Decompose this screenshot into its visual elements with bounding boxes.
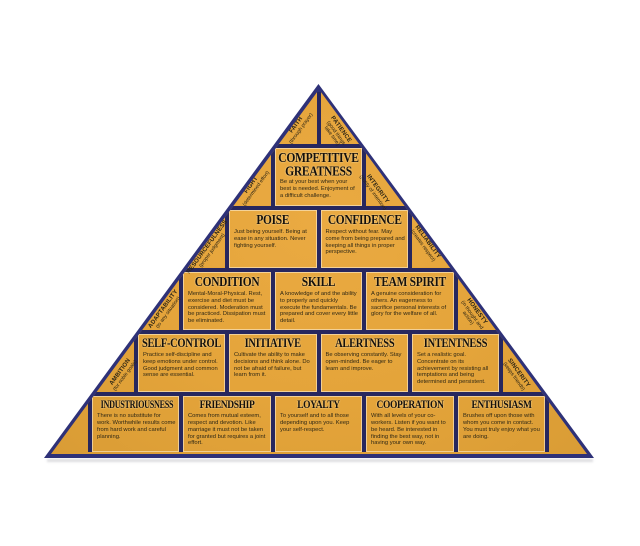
block-skill-title: SKILL xyxy=(301,273,336,290)
block-divider xyxy=(454,392,458,452)
block-confidence-body: Respect without fear. May come from bein… xyxy=(325,228,405,256)
block-friendship-title: FRIENDSHIP xyxy=(199,398,255,412)
block-loyalty: LOYALTY To yourself and to all those dep… xyxy=(275,396,362,452)
block-competitive-greatness-body: Be at your best when your best is needed… xyxy=(280,178,355,199)
block-divider xyxy=(408,206,412,272)
block-poise-body: Just being yourself. Being at ease in an… xyxy=(234,228,307,249)
block-divider xyxy=(134,330,138,396)
mortar-faith-name: FAITH xyxy=(288,115,305,135)
block-confidence: CONFIDENCE Respect without fear. May com… xyxy=(320,210,408,268)
block-industriousness-body: There is no substitute for work. Worthwh… xyxy=(97,412,176,440)
mortar-fight-sub: (determined effort) xyxy=(241,169,271,208)
block-cooperation-body: With all levels of your co-workers. List… xyxy=(371,412,446,447)
block-poise: POISE Just being yourself. Being at ease… xyxy=(229,210,317,268)
block-self-control-body: Practice self-discipline and keep emotio… xyxy=(143,351,218,379)
mortar-fight: FIGHT (determined effort) xyxy=(234,163,273,211)
block-condition-body: Mental-Moral-Physical. Rest, exercise an… xyxy=(188,290,266,325)
pyramid-outline: FAITH (through prayer) PATIENCE (good th… xyxy=(44,84,594,458)
block-divider xyxy=(545,392,549,452)
block-divider xyxy=(362,144,366,210)
block-loyalty-body: To yourself and to all those depending u… xyxy=(280,412,350,433)
block-divider xyxy=(225,206,229,272)
block-divider xyxy=(179,268,183,334)
mortar-adaptability-name: ADAPTABILITY xyxy=(147,288,180,330)
block-friendship: FRIENDSHIP Comes from mutual esteem, res… xyxy=(183,396,271,452)
pyramid-body: FAITH (through prayer) PATIENCE (good th… xyxy=(51,92,587,454)
block-divider xyxy=(316,92,321,148)
block-divider xyxy=(225,330,229,396)
block-divider xyxy=(316,330,321,396)
block-alertness: ALERTNESS Be observing constantly. Stay … xyxy=(320,334,408,392)
block-enthusiasm-title: ENTHUSIASM xyxy=(471,398,532,412)
block-condition: CONDITION Mental-Moral-Physical. Rest, e… xyxy=(183,272,271,330)
block-divider xyxy=(271,268,275,334)
block-industriousness-title: INDUSTRIOUSNESS xyxy=(100,398,174,412)
block-cooperation: COOPERATION With all levels of your co-w… xyxy=(366,396,454,452)
block-divider xyxy=(316,206,321,272)
block-divider xyxy=(271,144,275,210)
block-team-spirit: TEAM SPIRIT A genuine consideration for … xyxy=(366,272,454,330)
block-skill-body: A knowledge of and the ability to proper… xyxy=(280,290,358,325)
block-divider xyxy=(271,392,275,452)
block-initiative-title: INITIATIVE xyxy=(244,336,301,351)
block-self-control-title: SELF-CONTROL xyxy=(141,336,222,351)
block-self-control: SELF-CONTROL Practice self-discipline an… xyxy=(138,334,225,392)
block-skill: SKILL A knowledge of and the ability to … xyxy=(275,272,362,330)
block-intentness: INTENTNESS Set a realistic goal. Concent… xyxy=(412,334,499,392)
block-divider xyxy=(408,330,412,396)
block-competitive-greatness-title: COMPETITIVE GREATNESS xyxy=(278,149,359,179)
block-cooperation-title: COOPERATION xyxy=(376,398,444,412)
block-industriousness: INDUSTRIOUSNESS There is no substitute f… xyxy=(92,396,179,452)
block-condition-title: CONDITION xyxy=(194,273,260,290)
block-team-spirit-body: A genuine consideration for others. An e… xyxy=(371,290,447,318)
block-enthusiasm: ENTHUSIASM Brushes off upon those with w… xyxy=(458,396,545,452)
block-loyalty-title: LOYALTY xyxy=(297,398,340,412)
block-initiative: INITIATIVE Cultivate the ability to make… xyxy=(229,334,317,392)
block-divider xyxy=(362,268,366,334)
block-alertness-body: Be observing constantly. Stay open-minde… xyxy=(325,351,402,372)
block-team-spirit-title: TEAM SPIRIT xyxy=(374,273,446,290)
block-divider xyxy=(499,330,503,396)
block-initiative-body: Cultivate the ability to make decisions … xyxy=(234,351,310,379)
block-divider xyxy=(362,392,366,452)
mortar-fight-name: FIGHT xyxy=(243,175,260,195)
block-friendship-body: Comes from mutual esteem, respect and de… xyxy=(188,412,266,447)
block-intentness-title: INTENTNESS xyxy=(423,336,488,351)
block-divider xyxy=(88,392,92,452)
pyramid-shadow xyxy=(47,459,593,462)
block-enthusiasm-body: Brushes off upon those with whom you com… xyxy=(463,412,540,440)
block-poise-title: POISE xyxy=(256,211,290,228)
block-divider xyxy=(179,392,183,452)
block-divider xyxy=(454,268,458,334)
block-alertness-title: ALERTNESS xyxy=(334,336,394,351)
block-confidence-title: CONFIDENCE xyxy=(327,211,402,228)
block-competitive-greatness: COMPETITIVE GREATNESS Be at your best wh… xyxy=(275,148,362,206)
block-intentness-body: Set a realistic goal. Concentrate on its… xyxy=(417,351,489,386)
